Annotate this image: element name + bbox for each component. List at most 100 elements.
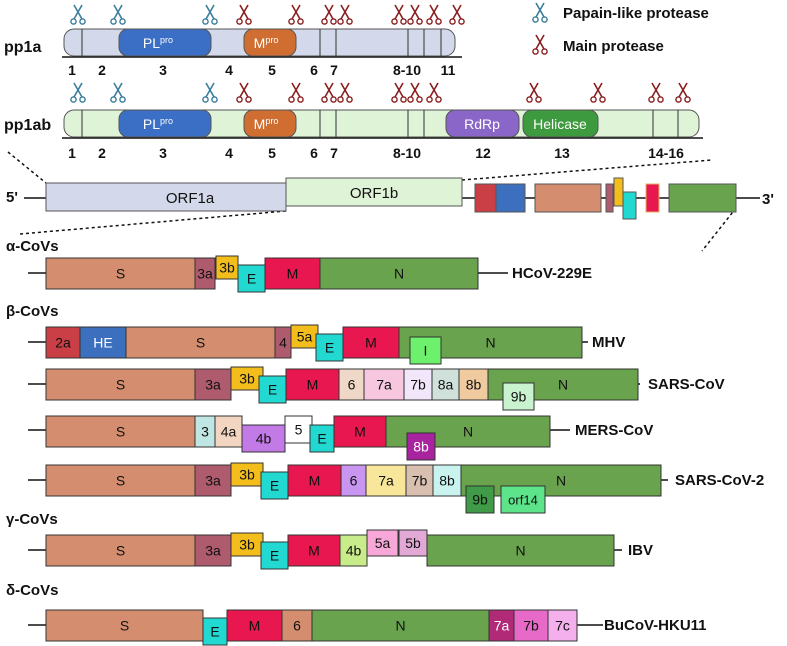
gene-label-N: N (556, 473, 566, 489)
svg-text:7: 7 (330, 145, 338, 161)
svg-text:1: 1 (68, 145, 76, 161)
gene-label-7a: 7a (376, 377, 392, 393)
gene-label-S: S (116, 266, 125, 282)
gene-M (342, 326, 400, 359)
group-beta: β-CoVs (6, 303, 59, 320)
genome-orf1a-label: ORF1a (166, 190, 215, 207)
gene-8b (458, 368, 489, 401)
gene-label-8b: 8b (466, 377, 482, 393)
gene-label-7b: 7b (410, 377, 426, 393)
gene-7a (363, 368, 405, 401)
svg-text:8-10: 8-10 (393, 62, 421, 78)
gene-label-S: S (120, 618, 129, 634)
gene-label-S: S (116, 377, 125, 393)
pp1a-scissors (70, 4, 465, 25)
gene-label-3b: 3b (239, 537, 255, 553)
gene-6 (340, 464, 367, 497)
gene-label-M: M (287, 266, 299, 282)
virus-name-bucovhku11: BuCoV-HKU11 (604, 617, 707, 634)
gene-orf14 (500, 485, 546, 514)
svg-text:4: 4 (225, 62, 233, 78)
gene-label-5b: 5b (405, 535, 421, 551)
genome-5prime: 5' (6, 189, 18, 206)
gene-S (45, 609, 204, 642)
virus-name-merscov: MERS-CoV (575, 422, 653, 439)
gene-label-M: M (354, 424, 366, 440)
gene-label-N: N (394, 266, 404, 282)
gene-8b (432, 464, 462, 497)
gene-label-M: M (308, 543, 320, 559)
pp1ab-helicase-label: Helicase (533, 116, 587, 132)
pp1a-mpro-domain (243, 28, 297, 57)
legend-main-protease: Main protease (563, 38, 664, 55)
gene-label-5a: 5a (375, 535, 391, 551)
gene-label-I: I (424, 343, 428, 359)
gene-M (333, 415, 387, 448)
gene-label-4b: 4b (346, 543, 362, 559)
pp1a-mpro-label: Mpro (254, 35, 279, 51)
gene-label-HE: HE (93, 335, 112, 351)
pp1ab-mpro-domain (243, 109, 297, 138)
gene-label-3b: 3b (239, 467, 255, 483)
gene-label-4: 4 (279, 335, 287, 351)
svg-text:6: 6 (310, 62, 318, 78)
gene-label-3: 3 (201, 424, 209, 440)
gene-7b (403, 368, 433, 401)
gene-label-9b: 9b (511, 389, 527, 405)
svg-text:14-16: 14-16 (648, 145, 684, 161)
gene-I (409, 336, 442, 365)
svg-text:13: 13 (554, 145, 570, 161)
pp1ab-helicase-domain (522, 109, 599, 138)
gene-8b (406, 432, 436, 461)
gene-label-S: S (116, 543, 125, 559)
gene-label-9b: 9b (472, 492, 488, 508)
gene-label-3a: 3a (197, 266, 213, 282)
gene-label-5a: 5a (297, 329, 313, 345)
genome-orf1a (45, 182, 287, 212)
gene-label-2a: 2a (55, 335, 71, 351)
genome-orf1b-label: ORF1b (350, 185, 398, 202)
gene-E (260, 541, 289, 570)
gene-label-E: E (317, 431, 326, 447)
gene-label-M: M (309, 473, 321, 489)
gene-7b (513, 609, 549, 642)
gene-label-8b: 8b (439, 473, 455, 489)
svg-text:7: 7 (330, 62, 338, 78)
pp1a-plpro-domain (118, 28, 212, 57)
virus-name-sarscov: SARS-CoV (648, 376, 725, 393)
gene-7b (405, 464, 434, 497)
gene-label-7a: 7a (378, 473, 394, 489)
svg-text:4: 4 (225, 145, 233, 161)
gene-label-E: E (268, 382, 277, 398)
papain-scissor-icon (532, 2, 548, 23)
svg-text:11: 11 (441, 62, 456, 78)
gene-label-7c: 7c (555, 618, 570, 634)
svg-text:8-10: 8-10 (393, 145, 421, 161)
pp1ab-plpro-domain (118, 109, 212, 138)
gene-E (202, 617, 228, 646)
gene-3a (194, 368, 232, 401)
gene-label-N: N (515, 543, 525, 559)
gene-5 (284, 415, 313, 444)
gene-N (426, 534, 615, 567)
gene-5a (366, 529, 399, 557)
gene-label-E: E (270, 478, 279, 494)
gene-7a (365, 464, 407, 497)
gene-S (45, 534, 196, 567)
pp1ab-rdrp-domain (445, 109, 520, 138)
gene-label-orf14: orf14 (508, 493, 538, 508)
gene-label-E: E (325, 340, 334, 356)
virus-name-hcov229e: HCoV-229E (512, 265, 592, 282)
gene-4a (214, 415, 243, 448)
pp1ab-numbers: 1 2 3 4 5 6 7 8-10 12 13 14-16 (68, 145, 684, 161)
gene-M (287, 464, 342, 497)
gene-label-N: N (463, 424, 473, 440)
gene-label-3b: 3b (239, 371, 255, 387)
gene-S (45, 464, 196, 497)
svg-text:5: 5 (268, 62, 276, 78)
